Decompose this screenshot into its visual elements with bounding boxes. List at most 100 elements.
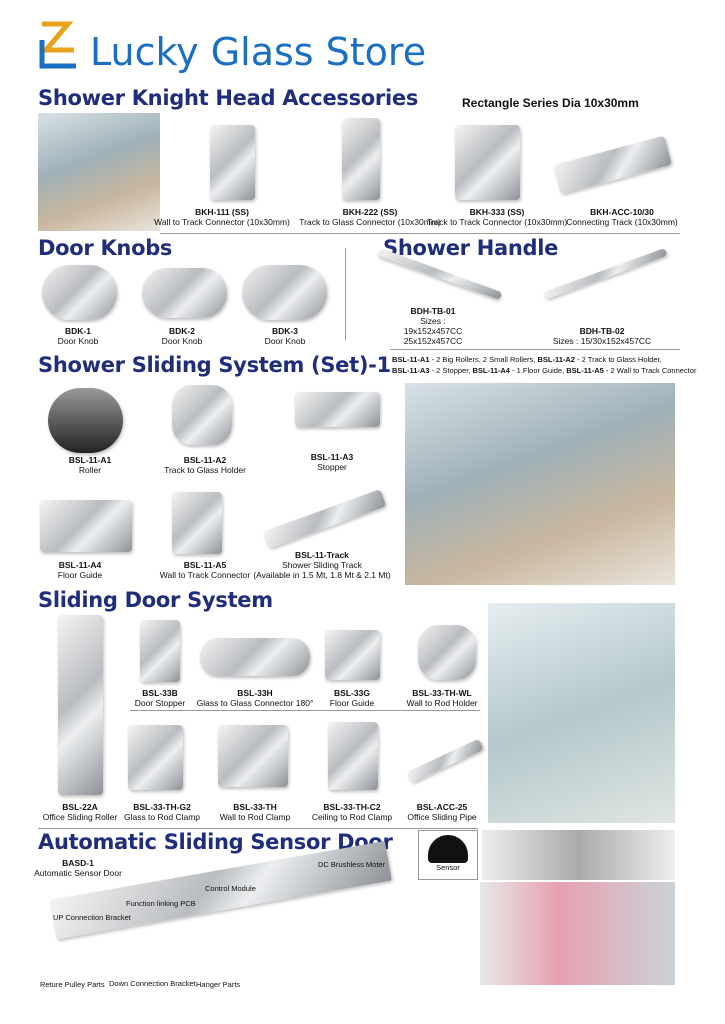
product-image <box>295 392 380 427</box>
section-heading: Shower Handle <box>383 236 559 260</box>
product-desc: Roller <box>78 465 102 475</box>
product-code: BKH-333 (SS) <box>469 207 525 217</box>
part-label: Down Connection Bracket <box>109 979 196 988</box>
set-code: BSL-11-A4 <box>472 366 510 375</box>
product-desc: (Available in 1.5 Mt, 1.8 Mt & 2.1 Mt) <box>253 570 391 580</box>
store-title: Lucky Glass Store <box>90 30 427 74</box>
product-code: BSL-11-A1 <box>68 455 112 465</box>
sensor-label: Sensor <box>436 863 460 872</box>
product-code: BSL-ACC-25 <box>416 802 468 812</box>
entrance-photo <box>480 882 675 985</box>
product-code: BSL-11-A5 <box>183 560 227 570</box>
part-label: Reture Pulley Parts <box>40 980 105 989</box>
product-desc: Door Knob <box>264 336 306 346</box>
product-code: BSL-11-A3 <box>310 452 354 462</box>
product-code: BSL-33B <box>142 688 178 698</box>
product-image <box>455 125 520 200</box>
set-text: - 2 Big Rollers, 2 Small Rollers, <box>429 355 538 364</box>
sensor-box: Sensor <box>418 830 478 880</box>
product-code: BSL-33H <box>237 688 273 698</box>
product-code: BKH-ACC-10/30 <box>590 207 654 217</box>
product-image <box>42 265 117 320</box>
product-image <box>142 268 227 318</box>
product-code: BDK-2 <box>169 326 195 336</box>
product-image <box>262 489 387 549</box>
product-image <box>406 738 484 784</box>
part-label: DC Brushless Moter <box>318 860 386 869</box>
product-desc: Door Stopper <box>134 698 186 708</box>
product-desc: Ceiling to Rod Clamp <box>311 812 393 822</box>
product-image <box>172 492 222 554</box>
part-label: Hanger Parts <box>196 980 241 989</box>
product-code: BDH-TB-02 <box>579 326 625 336</box>
section-heading: Shower Sliding System (Set)-1 <box>38 353 391 377</box>
product-code: BKH-222 (SS) <box>342 207 398 217</box>
set-text: - 2 Stopper, <box>429 366 473 375</box>
product-desc: Connecting Track (10x30mm) <box>566 217 678 227</box>
product-desc: Wall to Rod Clamp <box>219 812 291 822</box>
product-desc: Office Sliding Roller <box>42 812 118 822</box>
knight-head-photo <box>38 113 160 231</box>
component-photo <box>482 830 675 880</box>
part-label: Control Module <box>205 884 256 893</box>
product-code: BSL-33-TH-WL <box>412 688 472 698</box>
product-image <box>210 125 255 200</box>
office-door-photo <box>488 603 675 823</box>
product-desc: Track to Glass Connector (10x30mm) <box>299 217 441 227</box>
section-subtitle: Rectangle Series Dia 10x30mm <box>462 96 639 110</box>
set-code: BSL-11-A1 <box>392 355 430 364</box>
product-desc: Wall to Track Connector (10x30mm) <box>154 217 290 227</box>
product-image <box>48 388 123 453</box>
divider <box>390 349 680 350</box>
product-image <box>418 625 476 680</box>
product-image <box>40 500 132 552</box>
product-code: BSL-33G <box>334 688 370 698</box>
product-code: BDK-1 <box>65 326 91 336</box>
product-code: BKH-111 (SS) <box>195 207 249 217</box>
product-image <box>140 620 180 682</box>
product-desc: Floor Guide <box>57 570 103 580</box>
set-text: - 2 Track to Glass Holder, <box>574 355 662 364</box>
divider <box>130 710 480 711</box>
product-code: BSL-11-A2 <box>183 455 227 465</box>
product-desc: Track to Glass Holder <box>164 465 246 475</box>
section-heading: Sliding Door System <box>38 588 273 612</box>
divider <box>160 233 680 234</box>
product-code: BDH-TB-01 <box>410 306 456 316</box>
product-desc: Door Knob <box>57 336 99 346</box>
product-desc: Track to Track Connector (10x30mm) <box>426 217 568 227</box>
product-label: BKH-111 (SS)Wall to Track Connector (10x… <box>154 207 290 227</box>
product-desc: Glass to Rod Clamp <box>123 812 201 822</box>
product-code: BSL-11-A4 <box>58 560 102 570</box>
product-desc: Wall to Rod Holder <box>406 698 478 708</box>
product-code: BSL-11-Track <box>295 550 349 560</box>
product-code: BDK-3 <box>272 326 298 336</box>
product-desc: Shower Sliding Track <box>282 560 362 570</box>
product-image <box>553 135 672 195</box>
set-description: BSL-11-A1 - 2 Big Rollers, 2 Small Rolle… <box>392 354 696 376</box>
set-code: BSL-11-A2 <box>537 355 575 364</box>
part-label: Function linking PCB <box>126 899 196 908</box>
set-text: - 2 Wall to Track Connector <box>603 366 697 375</box>
product-code: BSL-22A <box>62 802 98 812</box>
set-code: BSL-11-A3 <box>392 366 430 375</box>
product-image <box>325 630 380 680</box>
product-desc: Stopper <box>317 462 347 472</box>
product-code: BSL-33-TH-C2 <box>323 802 381 812</box>
